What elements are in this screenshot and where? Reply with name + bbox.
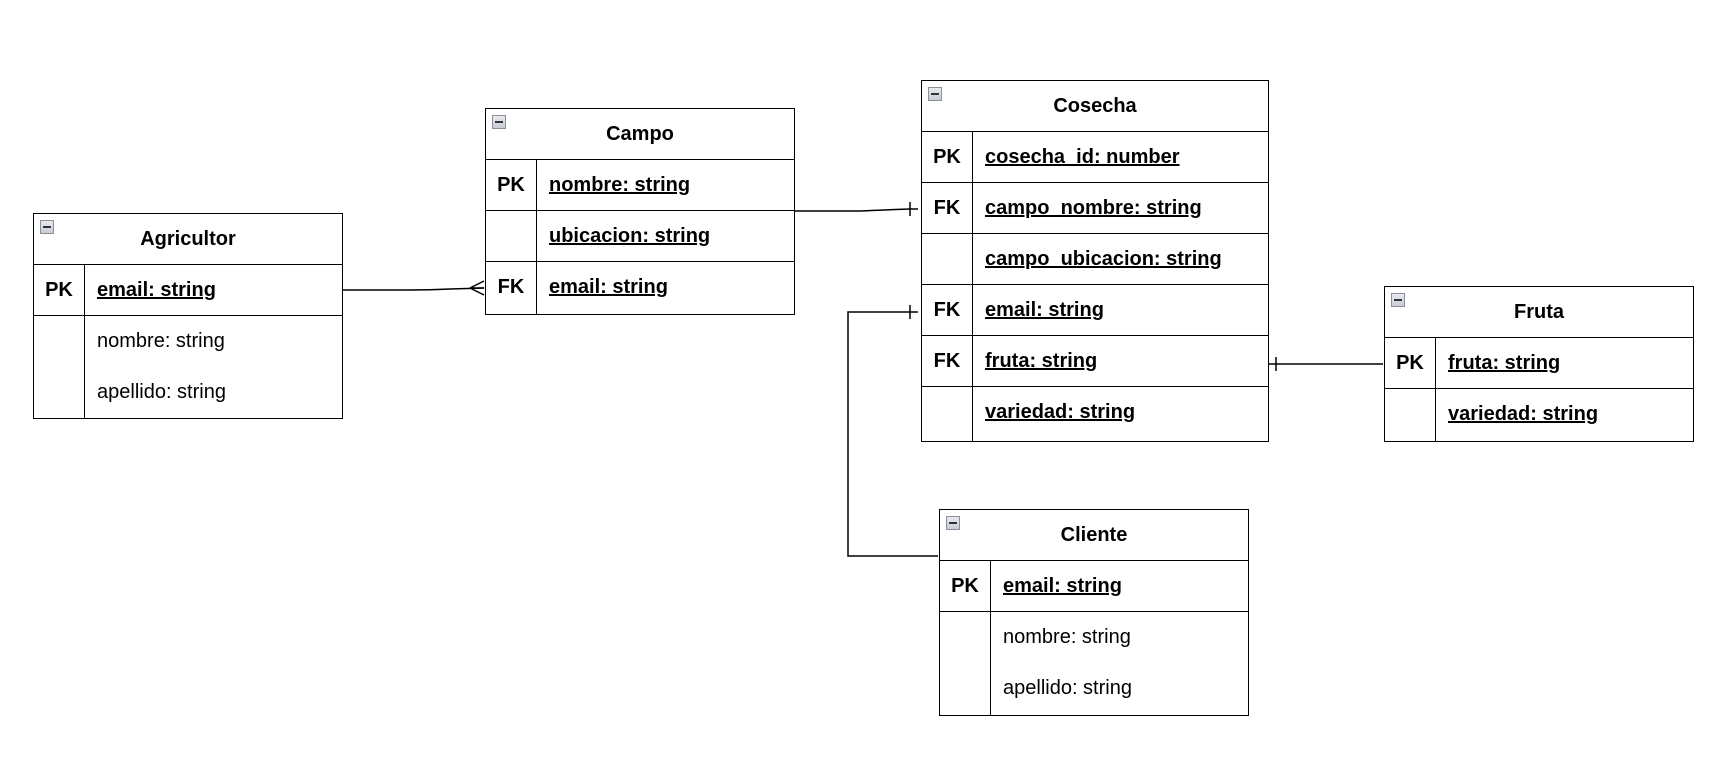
collapse-icon[interactable]: [40, 220, 54, 234]
table-row: campo_ubicacion: string: [922, 234, 1268, 285]
entity-header: Fruta: [1385, 287, 1693, 338]
field-label: nombre: string: [549, 173, 691, 196]
table-row: FK email: string: [486, 262, 794, 313]
key-label: FK: [933, 196, 961, 219]
entity-header: Cliente: [940, 510, 1248, 561]
key-label: PK: [951, 574, 979, 597]
column-divider: [84, 265, 85, 418]
table-row: PK email: string: [940, 561, 1248, 612]
table-row: FK email: string: [922, 285, 1268, 336]
field-label: cosecha_id: number: [985, 145, 1180, 168]
column-divider: [536, 160, 537, 314]
field-label: variedad: string: [985, 401, 1136, 423]
field-label: fruta: string: [1448, 351, 1561, 374]
table-row: FK fruta: string: [922, 336, 1268, 387]
table-row: variedad: string: [922, 387, 1268, 438]
table-row: apellido: string: [34, 367, 342, 418]
field-label: campo_ubicacion: string: [985, 247, 1222, 270]
entity-title: Cosecha: [1053, 94, 1137, 117]
key-label: PK: [497, 173, 525, 196]
field-label: apellido: string: [97, 381, 226, 403]
key-label: FK: [933, 349, 961, 372]
entity-title: Agricultor: [140, 227, 236, 250]
entity-cliente[interactable]: Cliente PK email: string nombre: string …: [939, 509, 1249, 716]
table-row: PK nombre: string: [486, 160, 794, 211]
table-row: PK fruta: string: [1385, 338, 1693, 389]
entity-title: Cliente: [1060, 523, 1128, 546]
collapse-icon[interactable]: [492, 115, 506, 129]
field-label: email: string: [985, 298, 1104, 321]
field-label: nombre: string: [97, 330, 225, 352]
table-row: nombre: string: [34, 316, 342, 367]
field-label: email: string: [549, 276, 668, 298]
entity-agricultor[interactable]: Agricultor PK email: string nombre: stri…: [33, 213, 343, 419]
field-label: fruta: string: [985, 349, 1098, 372]
field-label: ubicacion: string: [549, 224, 711, 247]
entity-fruta[interactable]: Fruta PK fruta: string variedad: string: [1384, 286, 1694, 442]
table-row: nombre: string: [940, 612, 1248, 663]
entity-cosecha[interactable]: Cosecha PK cosecha_id: number FK campo_n…: [921, 80, 1269, 442]
table-row: PK cosecha_id: number: [922, 132, 1268, 183]
field-label: email: string: [1003, 574, 1122, 597]
field-label: nombre: string: [1003, 626, 1131, 648]
entity-header: Cosecha: [922, 81, 1268, 132]
table-row: apellido: string: [940, 663, 1248, 714]
entity-title: Fruta: [1514, 300, 1564, 323]
edge-campo-cosecha: [793, 208, 918, 212]
entity-title: Campo: [606, 122, 674, 145]
key-label: PK: [1396, 351, 1424, 374]
collapse-icon[interactable]: [1391, 293, 1405, 307]
edge-agricultor-campo: [342, 287, 485, 291]
entity-header: Campo: [486, 109, 794, 160]
table-row: PK email: string: [34, 265, 342, 316]
edge-cliente-cosecha: [847, 311, 938, 557]
collapse-icon[interactable]: [946, 516, 960, 530]
key-label: PK: [933, 145, 961, 168]
column-divider: [1435, 338, 1436, 441]
entity-header: Agricultor: [34, 214, 342, 265]
column-divider: [990, 561, 991, 715]
table-row: variedad: string: [1385, 389, 1693, 440]
key-label: PK: [45, 278, 73, 301]
entity-campo[interactable]: Campo PK nombre: string ubicacion: strin…: [485, 108, 795, 315]
table-row: FK campo_nombre: string: [922, 183, 1268, 234]
key-label: FK: [497, 276, 525, 298]
table-row: ubicacion: string: [486, 211, 794, 262]
field-label: apellido: string: [1003, 677, 1132, 699]
crowfoot-many-icon: [469, 280, 485, 296]
key-label: FK: [933, 298, 961, 321]
column-divider: [972, 132, 973, 441]
collapse-icon[interactable]: [928, 87, 942, 101]
field-label: email: string: [97, 278, 216, 301]
field-label: variedad: string: [1448, 403, 1599, 425]
field-label: campo_nombre: string: [985, 196, 1202, 219]
